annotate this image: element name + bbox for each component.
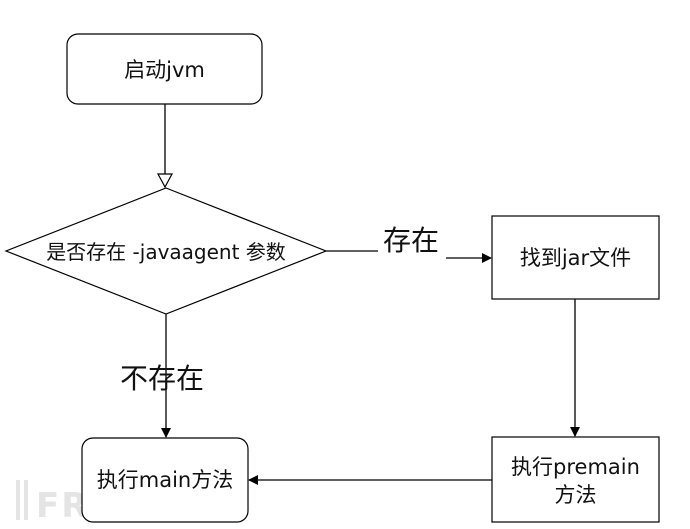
edge-start-to-decision [156, 104, 174, 189]
hollow-arrowhead-icon [156, 173, 174, 189]
exec-premain-label-line2: 方法 [555, 483, 597, 507]
exec-premain-box [491, 436, 660, 523]
node-start-jvm: 启动jvm [66, 33, 263, 105]
exec-main-label: 执行main方法 [97, 468, 233, 492]
node-exec-premain: 执行premain 方法 [491, 436, 660, 523]
node-decision: 是否存在 -javaagent 参数 [4, 187, 328, 315]
find-jar-box [491, 215, 660, 300]
decision-label: 是否存在 -javaagent 参数 [46, 240, 286, 264]
exec-premain-label-line1: 执行premain [511, 455, 640, 479]
start-jvm-label: 启动jvm [124, 58, 205, 82]
edge-label-not-exists: 不存在 [120, 362, 204, 395]
edge-decision-to-find-jar: 存在 [326, 224, 492, 263]
node-find-jar: 找到jar文件 [491, 215, 660, 300]
find-jar-label: 找到jar文件 [520, 246, 631, 270]
node-exec-main: 执行main方法 [81, 437, 249, 523]
edge-label-exists: 存在 [383, 224, 439, 257]
exec-main-box [81, 437, 249, 523]
edge-decision-to-main: 不存在 [120, 314, 204, 438]
